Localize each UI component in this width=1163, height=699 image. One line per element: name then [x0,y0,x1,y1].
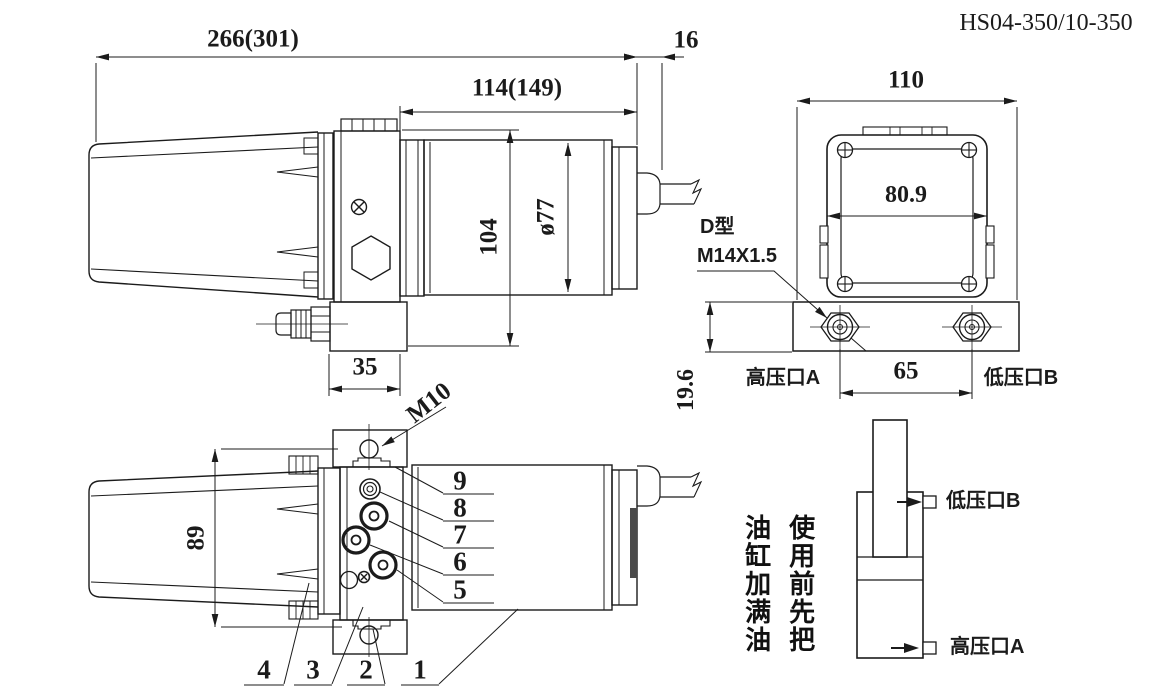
callout-3: 3 [306,654,320,685]
cylinder-port-b-label: 低压口B [946,490,1021,512]
rear-port-a-label: 高压口A [745,367,821,389]
callout-5: 5 [453,574,467,605]
port-thread-type-label: D型 [700,216,735,238]
callout-8: 8 [453,492,467,523]
cylinder-port-a-label: 高压口A [950,636,1025,658]
dim-motor-diameter: ø77 [532,198,560,236]
dim-connector: 16 [673,26,699,54]
dim-motor-pump-length: 114(149) [471,74,563,102]
dim-overall-width: 110 [887,66,925,94]
port-thread-size-label: M14X1.5 [697,245,778,267]
cylinder-view-geometry [856,419,937,659]
dimension-lines [95,53,1018,686]
side-view-bottom-geometry [88,424,703,657]
dim-body-height: 104 [475,218,503,256]
callout-4: 4 [257,654,271,685]
callout-6: 6 [453,546,467,577]
usage-note-column-left: 油缸加满油 [741,514,772,654]
callout-1: 1 [413,654,427,685]
callout-2: 2 [359,654,373,685]
callout-7: 7 [453,519,467,550]
usage-note-column-right: 使用前先把 [785,514,816,654]
dim-port-spacing: 65 [893,357,919,385]
dim-overall-length: 266(301) [207,25,299,53]
dim-tank-height: 89 [182,525,210,551]
rear-port-b-label: 低压口B [983,367,1059,389]
dim-body-width: 80.9 [885,182,927,208]
dim-block-width: 35 [352,353,378,381]
side-view-top-geometry [88,118,703,352]
drawing-title: HS04-350/10-350 [959,10,1133,36]
dim-plate-height: 19.6 [673,369,699,411]
callout-9: 9 [453,465,467,496]
